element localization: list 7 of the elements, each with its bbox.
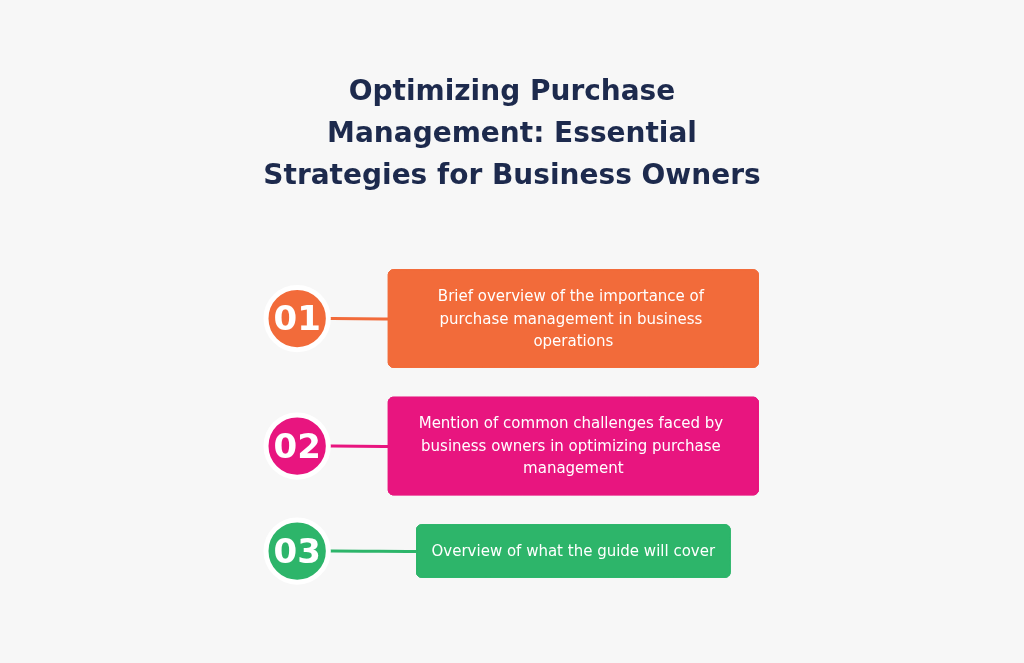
connector bbox=[328, 317, 389, 321]
title: Optimizing Purchase Management: Essential Strategies for Business Owners bbox=[262, 73, 762, 193]
connector bbox=[328, 549, 417, 554]
connector bbox=[328, 444, 389, 449]
node-circle: 01 bbox=[263, 284, 331, 353]
node-circle: 03 bbox=[263, 517, 331, 585]
node-circle: 02 bbox=[263, 412, 331, 480]
